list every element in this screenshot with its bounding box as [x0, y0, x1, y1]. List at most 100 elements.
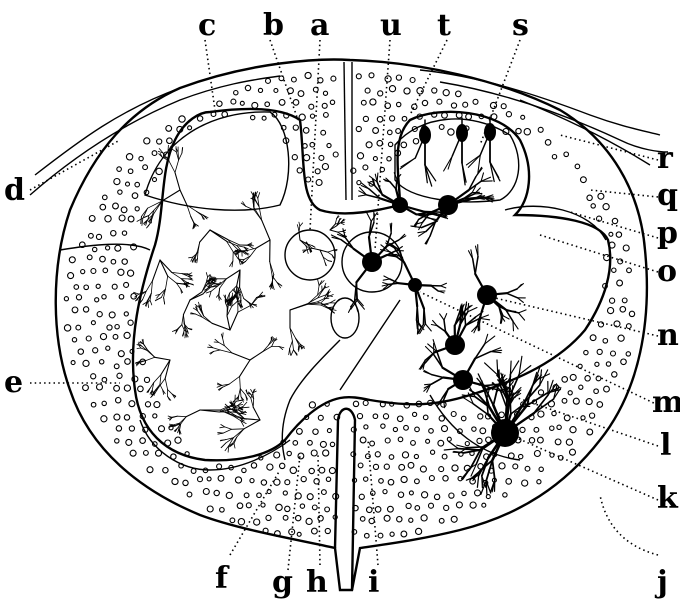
anterior-fissure: [335, 409, 355, 590]
white-matter-dot: [147, 467, 153, 473]
white-matter-dot: [306, 518, 312, 524]
white-matter-dot: [570, 427, 576, 433]
meninges-right-outer: [440, 82, 668, 152]
label-r: r: [657, 141, 674, 176]
white-matter-dot: [308, 440, 313, 445]
white-matter-dot: [237, 503, 243, 509]
white-matter-dot: [100, 204, 106, 210]
white-matter-dot: [124, 385, 130, 391]
white-matter-dot: [86, 336, 91, 341]
white-matter-dots: [64, 72, 634, 538]
white-matter-dot: [443, 476, 448, 481]
white-matter-dot: [118, 190, 122, 194]
white-matter-dot: [389, 86, 395, 92]
white-matter-dot: [402, 452, 408, 458]
white-matter-dot: [64, 297, 68, 301]
fiber-branch: [146, 357, 155, 360]
white-matter-dot: [480, 428, 486, 434]
fiber-branch: [172, 149, 177, 152]
white-matter-dot: [597, 349, 602, 354]
white-matter-dot: [118, 269, 124, 275]
white-matter-dot: [89, 216, 95, 222]
neuron-soma: [438, 195, 458, 215]
white-matter-dot: [381, 424, 385, 428]
fiber-branch: [165, 360, 170, 378]
white-matter-dot: [357, 153, 363, 159]
fiber-branch: [234, 429, 244, 438]
white-matter-dot: [486, 495, 490, 499]
white-matter-dot: [183, 480, 188, 485]
white-matter-dot: [465, 442, 469, 446]
white-matter-dot: [100, 256, 106, 262]
fiber-branch: [212, 323, 230, 330]
white-matter-dot: [618, 259, 623, 264]
fiber-branch: [221, 443, 226, 448]
white-matter-dot: [207, 477, 211, 481]
white-matter-dot: [96, 234, 101, 239]
white-matter-dot: [463, 102, 468, 107]
fiber-branch: [225, 303, 227, 308]
white-matter-dot: [423, 415, 428, 420]
fiber-branch: [200, 230, 210, 242]
neuron-soma-m: [445, 335, 465, 355]
white-matter-dot: [590, 413, 595, 418]
white-matter-dot: [81, 270, 85, 274]
white-matter-dot: [470, 502, 476, 508]
fiber-branch: [299, 232, 300, 240]
fiber-branch: [328, 261, 331, 262]
fiber-branch: [221, 425, 225, 427]
white-matter-dot: [398, 492, 403, 497]
white-matter-dot: [68, 273, 74, 279]
white-matter-dot: [111, 259, 116, 264]
fiber-branch: [210, 230, 227, 241]
white-matter-dot: [319, 467, 325, 473]
labels: c b a u t s d e f g h i j k l m n o p q …: [4, 8, 680, 600]
white-matter-dot: [475, 490, 481, 496]
white-matter-dot: [207, 506, 213, 512]
neuron-soma-u: [362, 252, 382, 272]
white-matter-dot: [390, 532, 394, 536]
white-matter-dot: [587, 429, 593, 435]
white-matter-dot: [557, 425, 561, 429]
fiber-branch: [169, 161, 175, 173]
white-matter-dot: [118, 351, 124, 357]
white-matter-dot: [597, 402, 603, 408]
white-matter-dot: [113, 334, 118, 339]
fiber-branch: [492, 460, 494, 480]
white-matter-dot: [401, 531, 407, 537]
white-matter-dot: [322, 103, 327, 108]
label-d: d: [4, 173, 25, 208]
white-matter-dot: [102, 295, 106, 299]
fiber-branch: [476, 168, 482, 177]
fiber-branch: [150, 300, 152, 305]
white-matter-dot: [437, 99, 442, 104]
white-matter-dot: [276, 504, 282, 510]
fiber-branch: [503, 316, 509, 319]
fiber-branch: [416, 213, 427, 215]
white-matter-dot: [482, 503, 486, 507]
white-matter-dot: [124, 282, 129, 287]
white-matter-dot: [144, 377, 149, 382]
white-matter-dot: [499, 463, 505, 469]
white-matter-dot: [116, 398, 121, 403]
white-matter-dot: [311, 450, 317, 456]
white-matter-dot: [370, 441, 375, 446]
white-matter-dot: [585, 376, 590, 381]
fiber-branch: [251, 389, 253, 393]
fiber-branch: [245, 419, 261, 420]
white-matter-dot: [310, 114, 314, 118]
white-matter-dot: [318, 516, 323, 521]
white-matter-dot: [266, 515, 271, 520]
fiber-branch: [425, 384, 432, 385]
white-matter-dot: [410, 78, 415, 83]
meninges-left-outer: [35, 88, 180, 175]
white-matter-dot: [356, 74, 361, 79]
white-matter-dot: [220, 508, 225, 513]
white-matter-dot: [529, 438, 534, 443]
white-matter-dot: [152, 151, 157, 156]
fiber-branch: [175, 173, 180, 191]
fiber-branch: [290, 341, 293, 349]
white-matter-dot: [413, 139, 418, 144]
fiber-branch: [240, 376, 241, 388]
white-matter-dot: [383, 414, 388, 419]
